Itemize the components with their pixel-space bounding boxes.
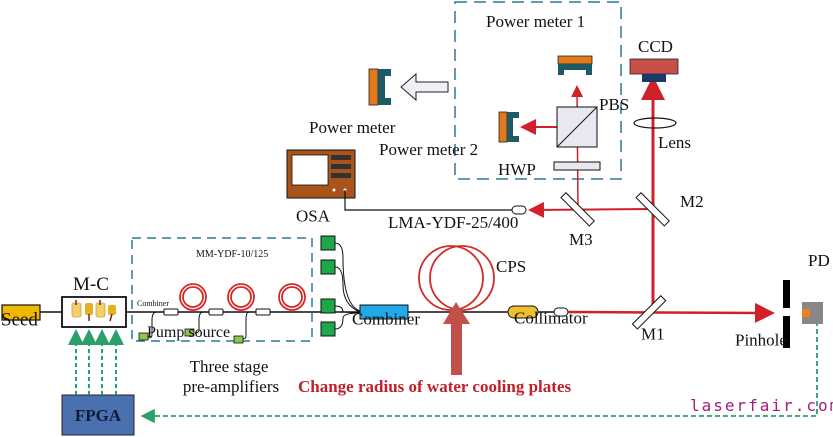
mm-ydf-label: MM-YDF-10/125	[196, 249, 268, 260]
pinhole	[783, 280, 790, 348]
preamp-combiners	[163, 308, 271, 316]
fpga-control-lines	[68, 329, 124, 395]
cooling-arrow	[443, 302, 470, 375]
seed-laser	[1, 304, 41, 321]
seed-label: Seed	[1, 309, 38, 330]
ccd-sensor	[642, 74, 666, 82]
combiner-small-label: Combiner	[137, 299, 169, 308]
hwp	[553, 161, 601, 171]
lens	[633, 117, 677, 129]
mirror-m3	[560, 192, 595, 227]
polarization-dashed-box	[454, 1, 622, 180]
mirror-m2	[635, 192, 670, 227]
ccd-label: CCD	[638, 37, 673, 56]
power-meter-2-label: Power meter 2	[379, 140, 478, 159]
cps	[507, 305, 539, 319]
power-meter-1-label: Power meter 1	[486, 12, 585, 31]
preamp-dashed-box	[131, 237, 313, 342]
pbs-cube	[556, 106, 598, 148]
mm-ydf-coils	[179, 283, 306, 311]
m3-label: M3	[569, 230, 593, 249]
ccd-body	[629, 58, 679, 75]
power-meter-label: Power meter	[309, 118, 396, 137]
lma-ydf-label: LMA-YDF-25/400	[388, 213, 518, 232]
pd-feedback-line	[140, 305, 818, 424]
pinhole-label: Pinhole	[735, 331, 787, 350]
m2-label: M2	[680, 192, 704, 211]
combiner-label: Combiner	[352, 310, 420, 329]
osa-fiber	[344, 190, 520, 211]
pbs-label: PBS	[599, 95, 629, 114]
lens-label: Lens	[658, 133, 691, 152]
fpga-label: FPGA	[75, 406, 122, 425]
m1-label: M1	[641, 324, 665, 343]
photodiode-sensor	[802, 309, 810, 317]
change-radius-label: Change radius of water cooling plates	[298, 377, 571, 396]
lma-ydf-coil	[418, 245, 495, 311]
three-stage-label-2: pre-amplifiers	[183, 377, 279, 396]
mc-label: M-C	[73, 274, 109, 295]
osa-instrument	[286, 149, 356, 199]
power-meter-1	[557, 55, 593, 75]
polarization-controller-paddles	[71, 300, 116, 322]
osa-label: OSA	[296, 206, 331, 225]
pump-diodes-small	[138, 311, 250, 344]
main-pump-diodes	[320, 235, 361, 337]
three-stage-label-1: Three stage	[190, 357, 269, 376]
pd-label: PD	[808, 251, 830, 270]
hwp-label: HWP	[498, 160, 536, 179]
pump-source-label: Pump source	[147, 324, 230, 341]
mirror-m1	[631, 295, 667, 330]
cps-label: CPS	[496, 257, 526, 276]
photodiode	[802, 302, 823, 324]
watermark: laserfair.com	[690, 396, 833, 415]
fpga-box	[61, 394, 135, 436]
power-meter	[368, 68, 391, 106]
main-combiner	[359, 304, 409, 320]
swap-arrow	[400, 72, 449, 102]
osa-collimator	[511, 205, 527, 215]
power-meter-2	[498, 111, 519, 143]
